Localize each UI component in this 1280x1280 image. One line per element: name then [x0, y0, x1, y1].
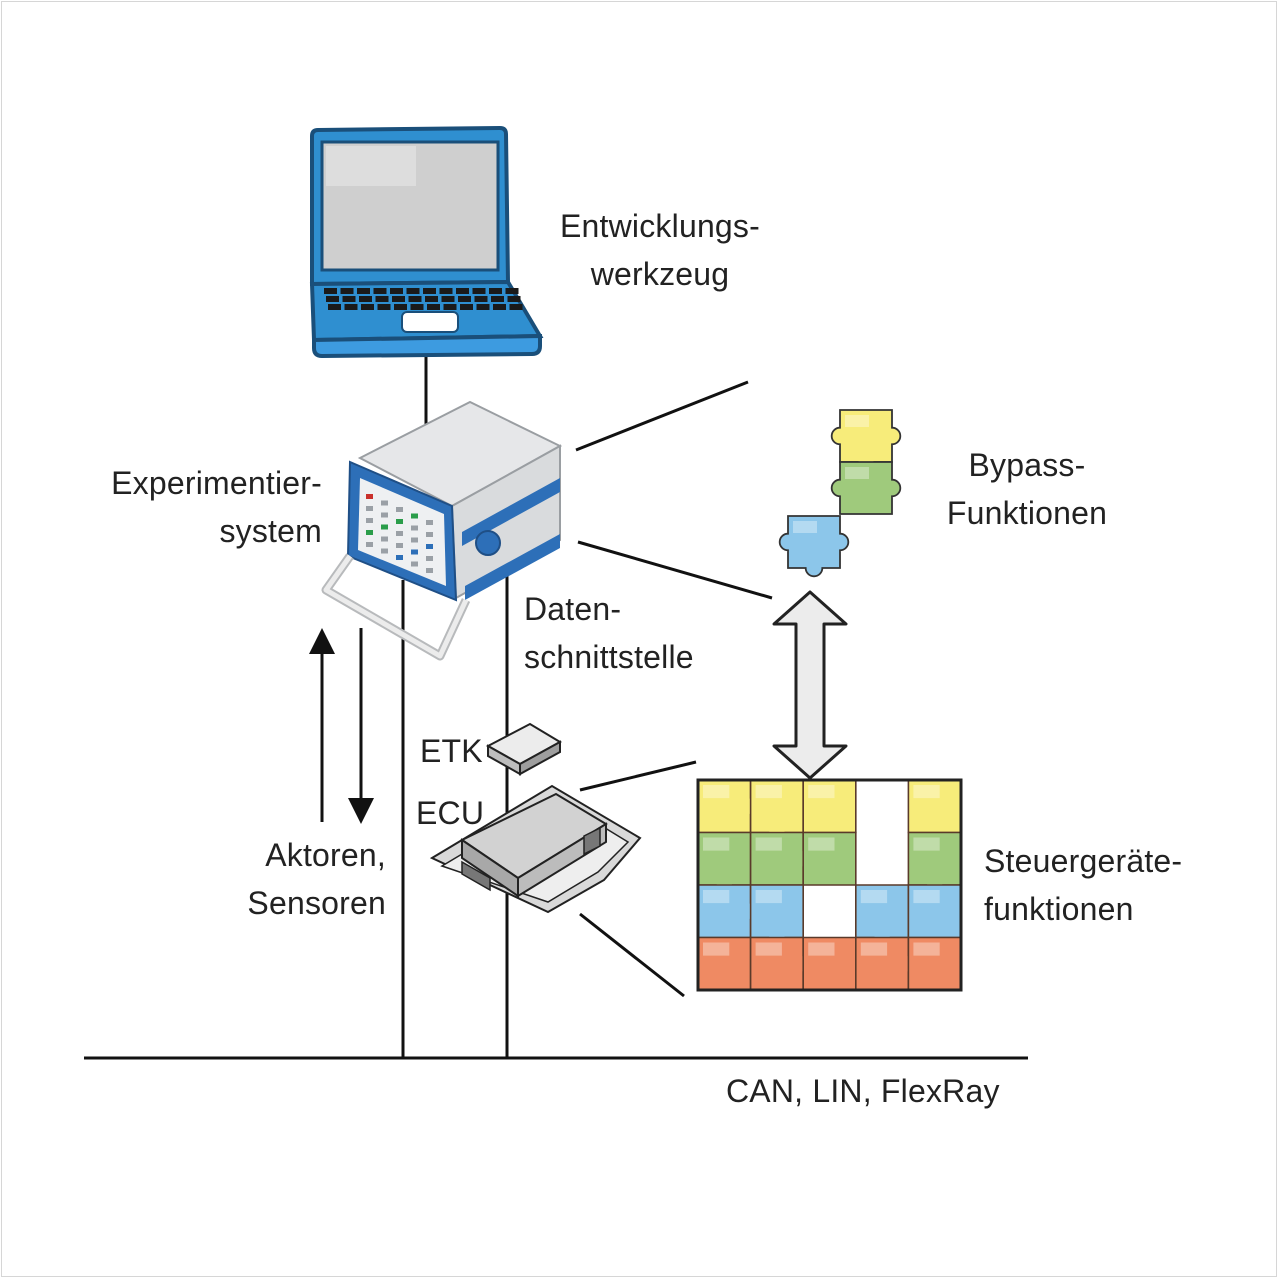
label-ecu-functions-line2: funktionen [984, 891, 1134, 927]
ecu-board-icon [429, 784, 642, 914]
etk-module-icon [485, 722, 563, 776]
label-actuators-line2: Sensoren [247, 885, 386, 921]
bypass-piece-green [830, 461, 902, 515]
label-experiment-system-line1: Experimentier- [111, 465, 322, 501]
bus-lines [84, 356, 1028, 1060]
callout-lines [575, 380, 773, 998]
label-bypass-line1: Bypass- [968, 447, 1086, 483]
label-dev-tool-line1: Entwicklungs- [559, 208, 760, 244]
label-experiment-system: Experimentier- system [60, 462, 322, 552]
puzzle-bypass-icon [778, 409, 902, 578]
bidirectional-arrow [772, 590, 848, 780]
laptop-icon [309, 125, 544, 359]
actuator-sensor-arrows [309, 628, 374, 824]
label-actuators-line1: Aktoren, [265, 837, 386, 873]
label-bus: CAN, LIN, FlexRay [726, 1073, 1000, 1109]
label-dev-tool-line2: werkzeug [590, 256, 730, 292]
label-bypass-line2: Funktionen [946, 495, 1108, 531]
label-experiment-system-line2: system [219, 513, 322, 549]
label-ecu: ECU [416, 795, 485, 831]
bypass-piece-blue [778, 515, 850, 578]
label-dev-tool: Entwicklungs- werkzeug [530, 205, 790, 295]
label-bypass: Bypass- Funktionen [924, 444, 1130, 534]
label-data-interface-line1: Daten- [524, 591, 622, 627]
label-data-interface: Daten- schnittstelle [524, 588, 744, 678]
label-etk: ETK [420, 733, 483, 769]
experiment-system-icon [321, 400, 563, 661]
label-ecu-functions-line1: Steuergeräte- [984, 843, 1183, 879]
label-actuators-sensors: Aktoren, Sensoren [190, 834, 386, 924]
label-ecu-functions: Steuergeräte- funktionen [984, 840, 1224, 930]
puzzle-grid-icon [696, 778, 963, 992]
label-data-interface-line2: schnittstelle [524, 639, 694, 675]
